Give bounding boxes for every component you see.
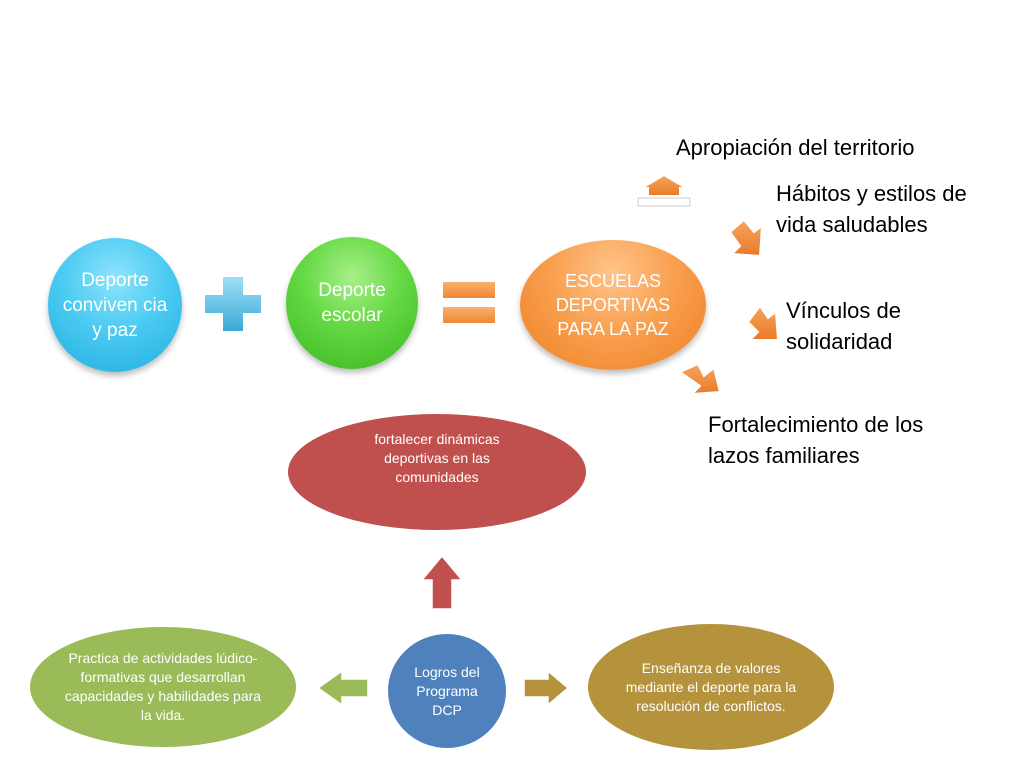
logros-label: Logros del Programa DCP <box>414 663 480 718</box>
outcome-vinculos-line1: Vínculos de <box>786 298 901 323</box>
logros-oval: Logros del Programa DCP <box>388 634 506 748</box>
outcome-fortalecimiento-line2: lazos familiares <box>708 443 860 468</box>
plus-icon <box>203 275 263 333</box>
arrow-diag-icon-2 <box>746 304 780 341</box>
red-arrow-up-icon <box>420 554 464 610</box>
convivencia-label: Deporte conviven cia y paz <box>62 269 168 341</box>
outcome-habitos-line2: vida saludables <box>776 212 928 237</box>
outcome-fortalecimiento: Fortalecimiento de los lazos familiares <box>708 409 923 471</box>
outcome-vinculos: Vínculos de solidaridad <box>786 295 901 357</box>
escuelas-deportivas-circle: ESCUELAS DEPORTIVAS PARA LA PAZ <box>520 240 706 370</box>
gold-arrow-right-icon <box>523 669 570 707</box>
escuelas-deportivas-label: ESCUELAS DEPORTIVAS PARA LA PAZ <box>555 271 671 339</box>
convivencia-circle: Deporte conviven cia y paz <box>48 238 182 372</box>
valores-label: Enseñanza de valores mediante el deporte… <box>625 659 797 714</box>
dinamicas-oval: fortalecer dinámicas deportivas en las c… <box>288 414 586 530</box>
outcome-apropiacion: Apropiación del territorio <box>676 132 914 163</box>
valores-oval: Enseñanza de valores mediante el deporte… <box>588 624 834 750</box>
actividades-label: Practica de actividades lúdico-formativa… <box>64 650 262 723</box>
dinamicas-label: fortalecer dinámicas deportivas en las c… <box>374 430 500 485</box>
deporte-escolar-label: Deporte escolar <box>318 280 386 326</box>
outcome-apropiacion-text: Apropiación del territorio <box>676 135 915 160</box>
outcome-fortalecimiento-line1: Fortalecimiento de los <box>708 412 924 437</box>
equals-icon <box>441 280 497 325</box>
actividades-oval: Practica de actividades lúdico-formativa… <box>30 627 296 747</box>
outcome-habitos: Hábitos y estilos de vida saludables <box>776 178 967 240</box>
arrow-up-icon <box>637 173 691 207</box>
arrow-diag-icon-1 <box>728 218 764 258</box>
outcome-habitos-line1: Hábitos y estilos de <box>776 181 967 206</box>
green-arrow-left-icon <box>316 669 369 707</box>
deporte-escolar-circle: Deporte escolar <box>286 237 418 369</box>
outcome-vinculos-line2: solidaridad <box>786 329 893 354</box>
arrow-down-right-icon <box>677 362 722 396</box>
